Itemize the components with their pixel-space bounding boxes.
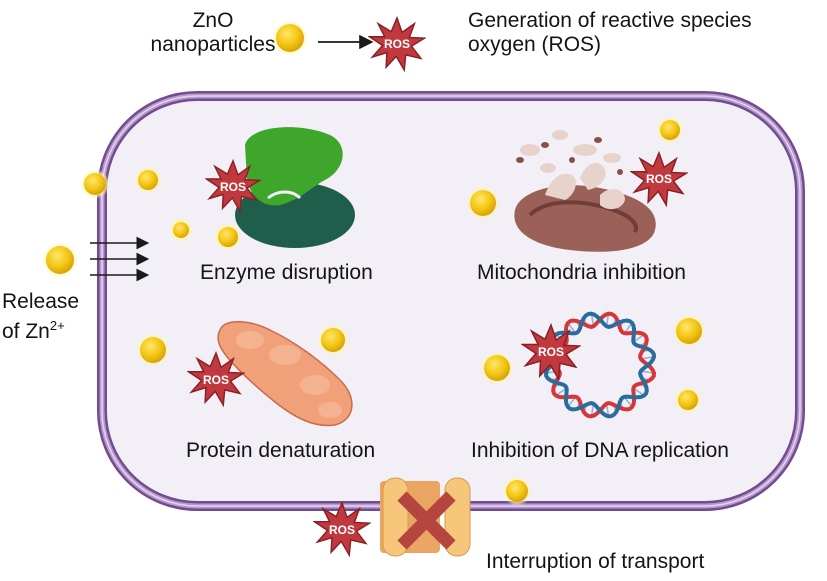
- blocked-cross-icon: [397, 491, 456, 550]
- ros-badge-legend: ROS: [368, 17, 426, 71]
- legend-ros-line1: Generation of reactive species: [468, 9, 752, 32]
- zno-nanoparticle: [317, 324, 349, 356]
- mitochondria-illustration: [514, 130, 656, 252]
- svg-text:ROS: ROS: [538, 345, 564, 359]
- zno-nanoparticle: [134, 166, 162, 194]
- release-arrows: [90, 236, 150, 282]
- ros-badge-enzyme: ROS: [205, 160, 261, 212]
- ros-badge-dna: ROS: [521, 324, 581, 380]
- zno-nanoparticle: [136, 333, 170, 367]
- zno-nanoparticle: [502, 476, 532, 506]
- legend-ros-label: Generation of reactive species oxygen (R…: [468, 9, 752, 57]
- legend-nanoparticle-line2: nanoparticles: [150, 33, 276, 56]
- ros-badge-mitochondria: ROS: [630, 152, 688, 206]
- svg-text:ROS: ROS: [203, 373, 229, 387]
- legend-ros-line2: oxygen (ROS): [468, 33, 602, 56]
- release-zn: of Zn: [2, 320, 50, 343]
- svg-text:ROS: ROS: [220, 180, 246, 194]
- zno-nanoparticle: [672, 314, 706, 348]
- ros-badge-transport: ROS: [313, 502, 371, 556]
- zno-nanoparticle: [466, 186, 500, 220]
- legend-nanoparticle-label: ZnO nanoparticles: [148, 9, 278, 57]
- zno-nanoparticle: [80, 169, 110, 199]
- zno-nanoparticle: [272, 20, 308, 56]
- dna-replication-label: Inhibition of DNA replication: [471, 439, 729, 462]
- enzyme-illustration: [235, 127, 355, 248]
- transport-protein-illustration: [380, 477, 471, 557]
- mitochondria-inhibition-label: Mitochondria inhibition: [477, 261, 686, 284]
- svg-text:ROS: ROS: [646, 172, 672, 186]
- nanoparticles: [42, 20, 706, 506]
- release-line2: of Zn2+: [2, 314, 79, 344]
- ros-badge-protein: ROS: [187, 352, 245, 406]
- enzyme-disruption-label: Enzyme disruption: [200, 261, 373, 284]
- zno-nanoparticle: [480, 351, 514, 385]
- zno-nanoparticle: [214, 223, 242, 251]
- zno-nanoparticle: [674, 386, 702, 414]
- transport-interruption-label: Interruption of transport: [486, 550, 705, 573]
- protein-illustration: [217, 321, 353, 427]
- protein-denaturation-label: Protein denaturation: [186, 439, 376, 462]
- svg-text:ROS: ROS: [329, 523, 355, 537]
- release-label: Release of Zn2+: [2, 290, 79, 344]
- svg-text:ROS: ROS: [384, 37, 410, 51]
- zno-nanoparticle: [42, 242, 78, 278]
- release-charge: 2+: [49, 318, 65, 333]
- zno-nanoparticle: [656, 116, 684, 144]
- release-line1: Release: [2, 290, 80, 313]
- legend-nanoparticle-line1: ZnO: [192, 9, 234, 32]
- zno-nanoparticle: [169, 218, 193, 242]
